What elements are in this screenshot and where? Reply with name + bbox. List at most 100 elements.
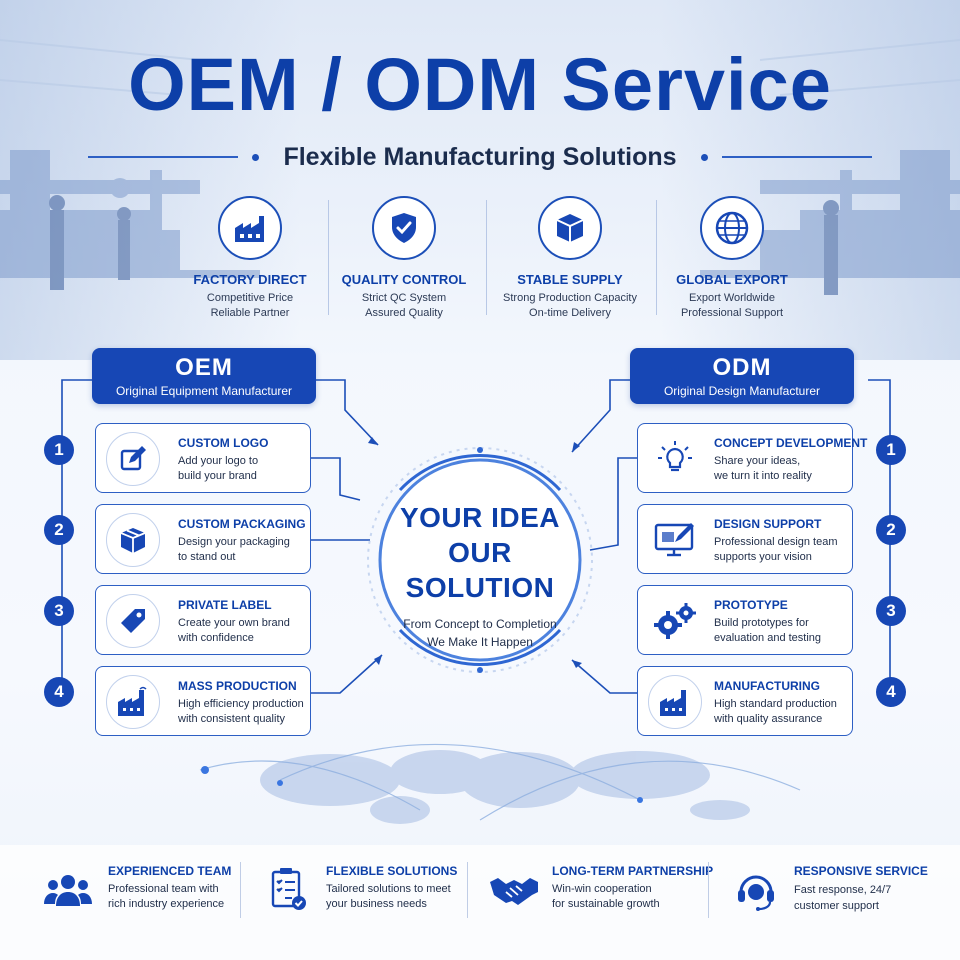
oem-title: OEM — [175, 354, 233, 381]
odm-subtitle: Original Design Manufacturer — [663, 384, 821, 398]
page-title: OEM / ODM Service — [128, 43, 832, 126]
benefit-text: Win-win cooperation — [552, 883, 652, 895]
benefit-text: your business needs — [326, 898, 427, 910]
benefit-title: FLEXIBLE SOLUTIONS — [326, 864, 458, 878]
benefit-text: for sustainable growth — [552, 898, 660, 910]
benefit-title: LONG-TERM PARTNERSHIP — [552, 864, 714, 878]
divider-line — [721, 156, 872, 158]
divider — [328, 200, 329, 315]
bullet-dot — [252, 153, 260, 161]
monitor-design-icon — [648, 513, 702, 567]
step-number-badge: 4 — [44, 677, 74, 707]
step-title: CUSTOM LOGO — [178, 436, 269, 450]
step-number-badge: 3 — [876, 596, 906, 626]
step-number-badge: 1 — [876, 435, 906, 465]
step-description: Share your ideas,we turn it into reality — [714, 455, 812, 483]
feature-text: Strict QC System — [361, 292, 447, 304]
feature-factory-direct: FACTORY DIRECT Competitive Price Reliabl… — [165, 196, 335, 321]
factory-background — [0, 0, 960, 360]
benefit-text: customer support — [794, 900, 879, 912]
feature-text: Assured Quality — [365, 307, 443, 320]
feature-text: Strong Production Capacity — [503, 292, 637, 304]
step-title: MANUFACTURING — [714, 679, 820, 693]
globe-icon — [700, 196, 764, 260]
benefit-text: Tailored solutions to meet — [326, 883, 451, 895]
feature-title: FACTORY DIRECT — [193, 272, 307, 287]
headset-icon — [728, 862, 784, 918]
oem-step-mass-production: MASS PRODUCTION High efficiency producti… — [95, 666, 311, 736]
world-map — [260, 750, 750, 824]
odm-title: ODM — [712, 354, 772, 381]
factory-icon — [106, 675, 160, 729]
tag-icon — [106, 594, 160, 648]
feature-text: Reliable Partner — [210, 307, 290, 320]
lightbulb-icon — [648, 432, 702, 486]
connector-graphics — [61, 379, 891, 824]
divider-line — [88, 156, 239, 158]
step-number-badge: 4 — [876, 677, 906, 707]
benefit-title: RESPONSIVE SERVICE — [794, 864, 928, 878]
edit-icon — [106, 432, 160, 486]
package-icon — [106, 513, 160, 567]
team-icon — [40, 862, 96, 918]
step-title: PRIVATE LABEL — [178, 598, 272, 612]
odm-header: ODM Original Design Manufacturer — [630, 348, 854, 404]
step-title: CONCEPT DEVELOPMENT — [714, 436, 868, 450]
feature-text: Export Worldwide — [689, 292, 775, 304]
benefit-text: Professional team with — [108, 883, 219, 895]
shield-check-icon — [372, 196, 436, 260]
step-title: CUSTOM PACKAGING — [178, 517, 306, 531]
feature-title: GLOBAL EXPORT — [676, 272, 788, 287]
handshake-icon — [486, 862, 542, 918]
step-number-badge: 2 — [876, 515, 906, 545]
box-icon — [538, 196, 602, 260]
feature-text: Professional Support — [680, 307, 784, 320]
step-number-badge: 2 — [44, 515, 74, 545]
bottom-benefits-bar — [0, 845, 960, 960]
feature-text: Competitive Price — [206, 292, 294, 304]
feature-title: QUALITY CONTROL — [341, 272, 467, 287]
feature-text: On-time Delivery — [529, 307, 611, 320]
step-title: PROTOTYPE — [714, 598, 788, 612]
divider — [240, 862, 241, 918]
checklist-icon — [260, 862, 316, 918]
divider — [656, 200, 657, 315]
step-number-badge: 3 — [44, 596, 74, 626]
benefit-text: rich industry experience — [108, 898, 225, 910]
oem-header: OEM Original Equipment Manufacturer — [92, 348, 316, 404]
gears-icon — [648, 594, 702, 648]
factory-icon — [648, 675, 702, 729]
divider — [467, 862, 468, 918]
divider — [708, 862, 709, 918]
feature-global-export: GLOBAL EXPORT Export Worldwide Professio… — [647, 196, 817, 321]
step-number-badge: 1 — [44, 435, 74, 465]
benefit-text: Fast response, 24/7 — [794, 884, 892, 896]
feature-quality-control: QUALITY CONTROL Strict QC System Assured… — [319, 196, 489, 321]
step-title: DESIGN SUPPORT — [714, 517, 822, 531]
subtitle-row: Flexible Manufacturing Solutions — [0, 142, 960, 172]
odm-step-concept-development: CONCEPT DEVELOPMENT Share your ideas,we … — [637, 423, 867, 493]
feature-title: STABLE SUPPLY — [517, 272, 623, 287]
factory-icon — [218, 196, 282, 260]
step-title: MASS PRODUCTION — [178, 679, 297, 693]
benefit-title: EXPERIENCED TEAM — [108, 864, 232, 878]
oem-subtitle: Original Equipment Manufacturer — [115, 384, 293, 398]
divider — [486, 200, 487, 315]
feature-stable-supply: STABLE SUPPLY Strong Production Capacity… — [485, 196, 655, 321]
